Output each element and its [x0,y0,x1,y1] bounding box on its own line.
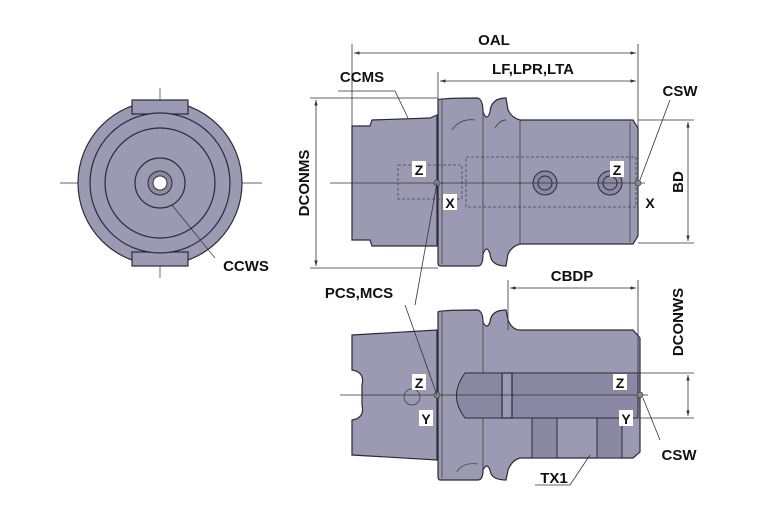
label-oal: OAL [478,32,510,49]
axis-z-top-left: Z [415,162,424,178]
side-view-top [330,97,645,267]
axis-z-bottom-right: Z [616,375,625,391]
label-dconms: DCONMS [296,150,313,217]
axis-z-top-right: Z [613,162,622,178]
side-view-bottom [340,309,648,481]
label-ccws: CCWS [223,258,269,275]
dimension-lines [310,44,694,486]
axis-y-bottom-right: Y [621,411,631,427]
label-csw-top: CSW [663,83,699,100]
label-tx1: TX1 [540,470,568,487]
axis-y-bottom-left: Y [421,411,431,427]
label-csw-bottom: CSW [662,447,698,464]
label-pcs-mcs: PCS,MCS [325,285,393,302]
end-view [60,88,262,278]
label-lf-lpr-lta: LF,LPR,LTA [492,61,574,78]
label-bd: BD [670,171,687,193]
axis-x-top-right: X [645,195,655,211]
axis-z-bottom-left: Z [415,375,424,391]
axis-x-top-left: X [445,195,455,211]
label-ccms: CCMS [340,69,384,86]
label-dconws: DCONWS [670,288,687,356]
label-cbdp: CBDP [551,268,594,285]
